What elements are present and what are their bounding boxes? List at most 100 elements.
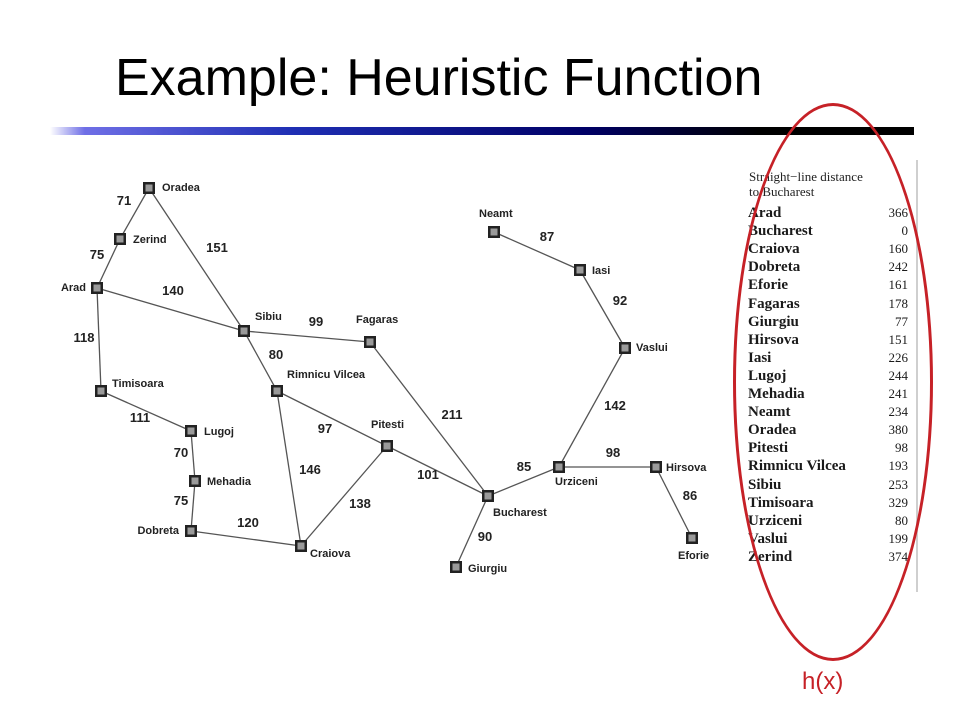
road-hirsova-eforie bbox=[655, 466, 693, 539]
city-marker-inner bbox=[621, 344, 629, 352]
road-fagaras-bucharest bbox=[369, 341, 489, 497]
city-node-iasi: Iasi bbox=[574, 264, 610, 277]
road-distance-label: 75 bbox=[90, 247, 104, 262]
city-label: Dobreta bbox=[137, 525, 179, 537]
city-marker-inner bbox=[191, 477, 199, 485]
city-marker-inner bbox=[452, 563, 460, 571]
city-label: Rimnicu Vilcea bbox=[287, 369, 366, 381]
city-marker-inner bbox=[366, 338, 374, 346]
city-label: Bucharest bbox=[493, 507, 547, 519]
road-distance-label: 98 bbox=[606, 445, 620, 460]
city-marker-inner bbox=[187, 427, 195, 435]
road-labels-layer: 7115175140118111707512099809714613821110… bbox=[74, 193, 698, 544]
city-node-pitesti: Pitesti bbox=[371, 419, 404, 452]
road-lugoj-mehadia bbox=[190, 430, 196, 482]
city-label: Iasi bbox=[592, 265, 610, 277]
road-dobreta-craiova bbox=[190, 530, 302, 547]
city-label: Zerind bbox=[133, 234, 167, 246]
city-marker-inner bbox=[116, 235, 124, 243]
city-node-rimnicuvilcea: Rimnicu Vilcea bbox=[271, 369, 366, 397]
city-node-timisoara: Timisoara bbox=[95, 378, 165, 397]
road-distance-label: 70 bbox=[174, 445, 188, 460]
city-label: Eforie bbox=[678, 550, 709, 562]
city-label: Mehadia bbox=[207, 476, 252, 488]
city-marker-inner bbox=[383, 442, 391, 450]
road-distance-label: 138 bbox=[349, 496, 371, 511]
roads-layer bbox=[96, 187, 693, 568]
road-oradea-zerind bbox=[119, 187, 150, 240]
city-label: Pitesti bbox=[371, 419, 404, 431]
road-iasi-neamt bbox=[493, 231, 581, 271]
road-oradea-sibiu bbox=[148, 187, 245, 332]
city-marker-inner bbox=[145, 184, 153, 192]
city-label: Arad bbox=[61, 282, 86, 294]
road-rimnicuvilcea-craiova bbox=[276, 390, 302, 547]
city-marker-inner bbox=[555, 463, 563, 471]
road-bucharest-giurgiu bbox=[455, 495, 489, 568]
city-node-lugoj: Lugoj bbox=[185, 425, 234, 438]
city-label: Oradea bbox=[162, 182, 201, 194]
city-marker-inner bbox=[490, 228, 498, 236]
city-label: Vaslui bbox=[636, 342, 668, 354]
road-distance-label: 211 bbox=[442, 407, 463, 422]
city-node-dobreta: Dobreta bbox=[137, 525, 197, 537]
slide-title: Example: Heuristic Function bbox=[115, 49, 763, 107]
city-label: Hirsova bbox=[666, 462, 707, 474]
city-label: Timisoara bbox=[112, 378, 165, 390]
road-distance-label: 142 bbox=[604, 398, 626, 413]
city-node-arad: Arad bbox=[61, 282, 103, 294]
road-distance-label: 111 bbox=[130, 410, 150, 425]
city-marker-inner bbox=[97, 387, 105, 395]
city-marker-inner bbox=[652, 463, 660, 471]
city-label: Craiova bbox=[310, 548, 351, 560]
city-marker-inner bbox=[273, 387, 281, 395]
city-label: Giurgiu bbox=[468, 563, 507, 575]
city-node-eforie: Eforie bbox=[678, 532, 709, 562]
road-distance-label: 101 bbox=[417, 467, 439, 482]
road-distance-label: 97 bbox=[318, 421, 332, 436]
road-sibiu-fagaras bbox=[243, 330, 371, 343]
road-distance-label: 75 bbox=[174, 493, 188, 508]
road-distance-label: 146 bbox=[299, 462, 321, 477]
city-node-craiova: Craiova bbox=[295, 540, 351, 560]
heuristic-label: h(x) bbox=[802, 668, 844, 695]
city-marker-inner bbox=[297, 542, 305, 550]
city-node-mehadia: Mehadia bbox=[189, 475, 252, 488]
city-node-giurgiu: Giurgiu bbox=[450, 561, 507, 575]
city-label: Neamt bbox=[479, 208, 513, 220]
road-distance-label: 71 bbox=[117, 193, 131, 208]
road-arad-sibiu bbox=[96, 287, 245, 332]
city-node-fagaras: Fagaras bbox=[356, 314, 398, 348]
road-distance-label: 90 bbox=[478, 529, 492, 544]
road-distance-label: 86 bbox=[683, 488, 697, 503]
city-marker-inner bbox=[240, 327, 248, 335]
road-distance-label: 85 bbox=[517, 459, 531, 474]
road-distance-label: 80 bbox=[269, 347, 283, 362]
highlight-ellipse bbox=[733, 103, 933, 661]
road-vaslui-iasi bbox=[579, 269, 626, 349]
city-node-neamt: Neamt bbox=[479, 208, 513, 238]
city-label: Urziceni bbox=[555, 476, 598, 488]
title-underline bbox=[50, 127, 914, 135]
road-distance-label: 151 bbox=[206, 240, 228, 255]
city-marker-inner bbox=[187, 527, 195, 535]
city-node-zerind: Zerind bbox=[114, 233, 167, 246]
city-label: Sibiu bbox=[255, 311, 282, 323]
city-marker-inner bbox=[484, 492, 492, 500]
road-distance-label: 120 bbox=[237, 515, 259, 530]
road-pitesti-bucharest bbox=[386, 445, 489, 497]
city-node-urziceni: Urziceni bbox=[553, 461, 598, 488]
road-bucharest-urziceni bbox=[487, 466, 560, 497]
road-urziceni-vaslui bbox=[558, 347, 626, 468]
city-label: Fagaras bbox=[356, 314, 398, 326]
road-distance-label: 92 bbox=[613, 293, 627, 308]
road-distance-label: 118 bbox=[74, 330, 95, 345]
city-marker-inner bbox=[93, 284, 101, 292]
city-node-hirsova: Hirsova bbox=[650, 461, 707, 474]
road-sibiu-rimnicuvilcea bbox=[243, 330, 278, 392]
road-arad-timisoara bbox=[96, 287, 102, 392]
city-node-bucharest: Bucharest bbox=[482, 490, 547, 519]
city-marker-inner bbox=[576, 266, 584, 274]
road-distance-label: 99 bbox=[309, 314, 323, 329]
